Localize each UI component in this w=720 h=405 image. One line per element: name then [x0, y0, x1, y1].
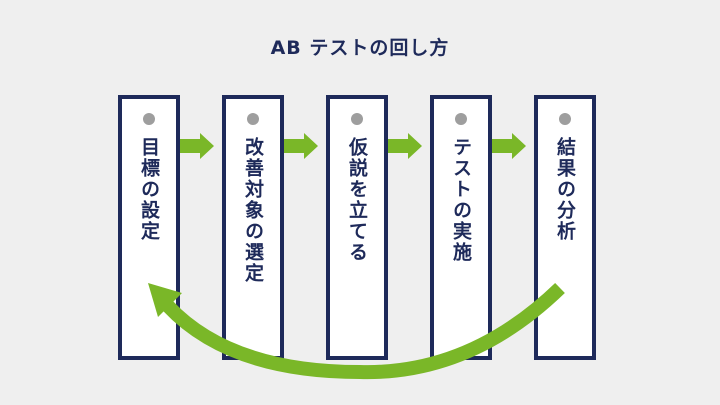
step-label: 目標の設定: [138, 137, 160, 242]
step-card-target: 改善対象の選定: [222, 95, 284, 360]
step-label: 仮説を立てる: [346, 137, 368, 263]
return-arrowhead-icon: [148, 283, 182, 317]
arrow-right-icon: [180, 133, 214, 159]
arrow-right-icon: [284, 133, 318, 159]
step-card-test: テストの実施: [430, 95, 492, 360]
arrow-right-icon: [492, 133, 526, 159]
step-label: 結果の分析: [554, 137, 576, 242]
step-label: テストの実施: [450, 137, 472, 263]
return-arrow-icon: [162, 282, 565, 380]
pin-dot-icon: [559, 113, 571, 125]
pin-dot-icon: [143, 113, 155, 125]
pin-dot-icon: [351, 113, 363, 125]
diagram-title: AB テストの回し方: [270, 37, 450, 59]
pin-dot-icon: [455, 113, 467, 125]
step-card-analysis: 結果の分析: [534, 95, 596, 360]
pin-dot-icon: [247, 113, 259, 125]
step-card-hypothesis: 仮説を立てる: [326, 95, 388, 360]
step-label: 改善対象の選定: [242, 137, 264, 284]
arrow-right-icon: [388, 133, 422, 159]
